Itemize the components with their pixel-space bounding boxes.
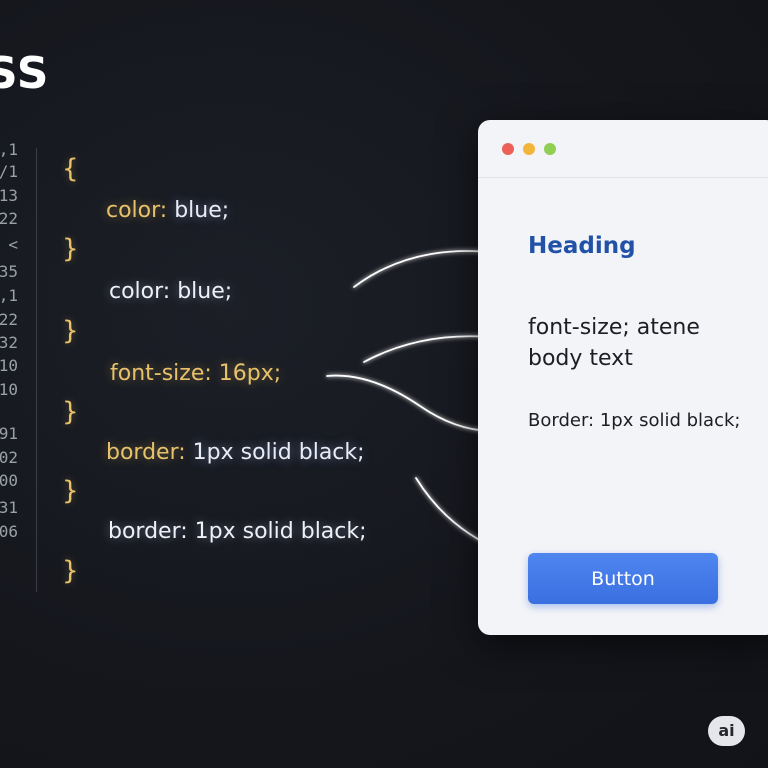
code-line-font-size: font-size: 16px; xyxy=(110,361,281,386)
line-number: ,1 xyxy=(0,286,18,305)
line-number: 06 xyxy=(0,522,18,541)
css-value: blue; xyxy=(174,198,230,223)
minimize-dot-icon[interactable] xyxy=(523,143,535,155)
brace-close: } xyxy=(62,476,79,506)
preview-button[interactable]: Button xyxy=(528,553,718,604)
code-line-color-2: color: blue; xyxy=(109,279,233,304)
line-number: ,1 xyxy=(0,140,18,159)
gutter-divider xyxy=(36,148,37,592)
line-number: 10 xyxy=(0,356,18,375)
css-value: 16px; xyxy=(218,361,282,386)
line-number: < xyxy=(8,235,18,254)
ai-badge: ai xyxy=(708,716,745,746)
preview-body-line: font-size; atene xyxy=(528,315,700,340)
maximize-dot-icon[interactable] xyxy=(544,143,556,155)
css-property: border: xyxy=(106,440,186,465)
preview-body-line: body text xyxy=(528,346,633,371)
code-line-border-1: border: 1px solid black; xyxy=(106,440,365,465)
line-number: 35 xyxy=(0,262,18,281)
code-line-border-2: border: 1px solid black; xyxy=(108,519,367,544)
line-number: /1 xyxy=(0,162,18,181)
line-number: 91 xyxy=(0,424,18,443)
page-title: SS xyxy=(0,48,50,99)
css-property: font-size: xyxy=(110,361,212,386)
css-property: color: xyxy=(106,198,168,223)
brace-close: } xyxy=(62,316,79,346)
brace-close: } xyxy=(62,234,79,264)
close-dot-icon[interactable] xyxy=(502,143,514,155)
brace-open: { xyxy=(62,154,79,184)
line-number: 22 xyxy=(0,310,18,329)
preview-body-text: font-size; atene body text xyxy=(528,312,768,374)
line-number: 13 xyxy=(0,186,18,205)
window-titlebar xyxy=(478,120,768,178)
line-number: 02 xyxy=(0,448,18,467)
line-number: 10 xyxy=(0,380,18,399)
code-line-color-1: color: blue; xyxy=(106,198,229,223)
line-number: 31 xyxy=(0,498,18,517)
css-value: 1px solid black; xyxy=(192,440,365,465)
line-number: 00 xyxy=(0,471,18,490)
preview-heading: Heading xyxy=(528,233,636,259)
line-number: 32 xyxy=(0,333,18,352)
brace-close: } xyxy=(62,556,79,586)
preview-border-text: Border: 1px solid black; xyxy=(528,410,741,431)
code-editor[interactable]: { color: blue; } color: blue; } font-siz… xyxy=(0,0,470,768)
brace-close: } xyxy=(62,397,79,427)
browser-preview-window: Heading font-size; atene body text Borde… xyxy=(478,120,768,635)
line-number: 22 xyxy=(0,209,18,228)
